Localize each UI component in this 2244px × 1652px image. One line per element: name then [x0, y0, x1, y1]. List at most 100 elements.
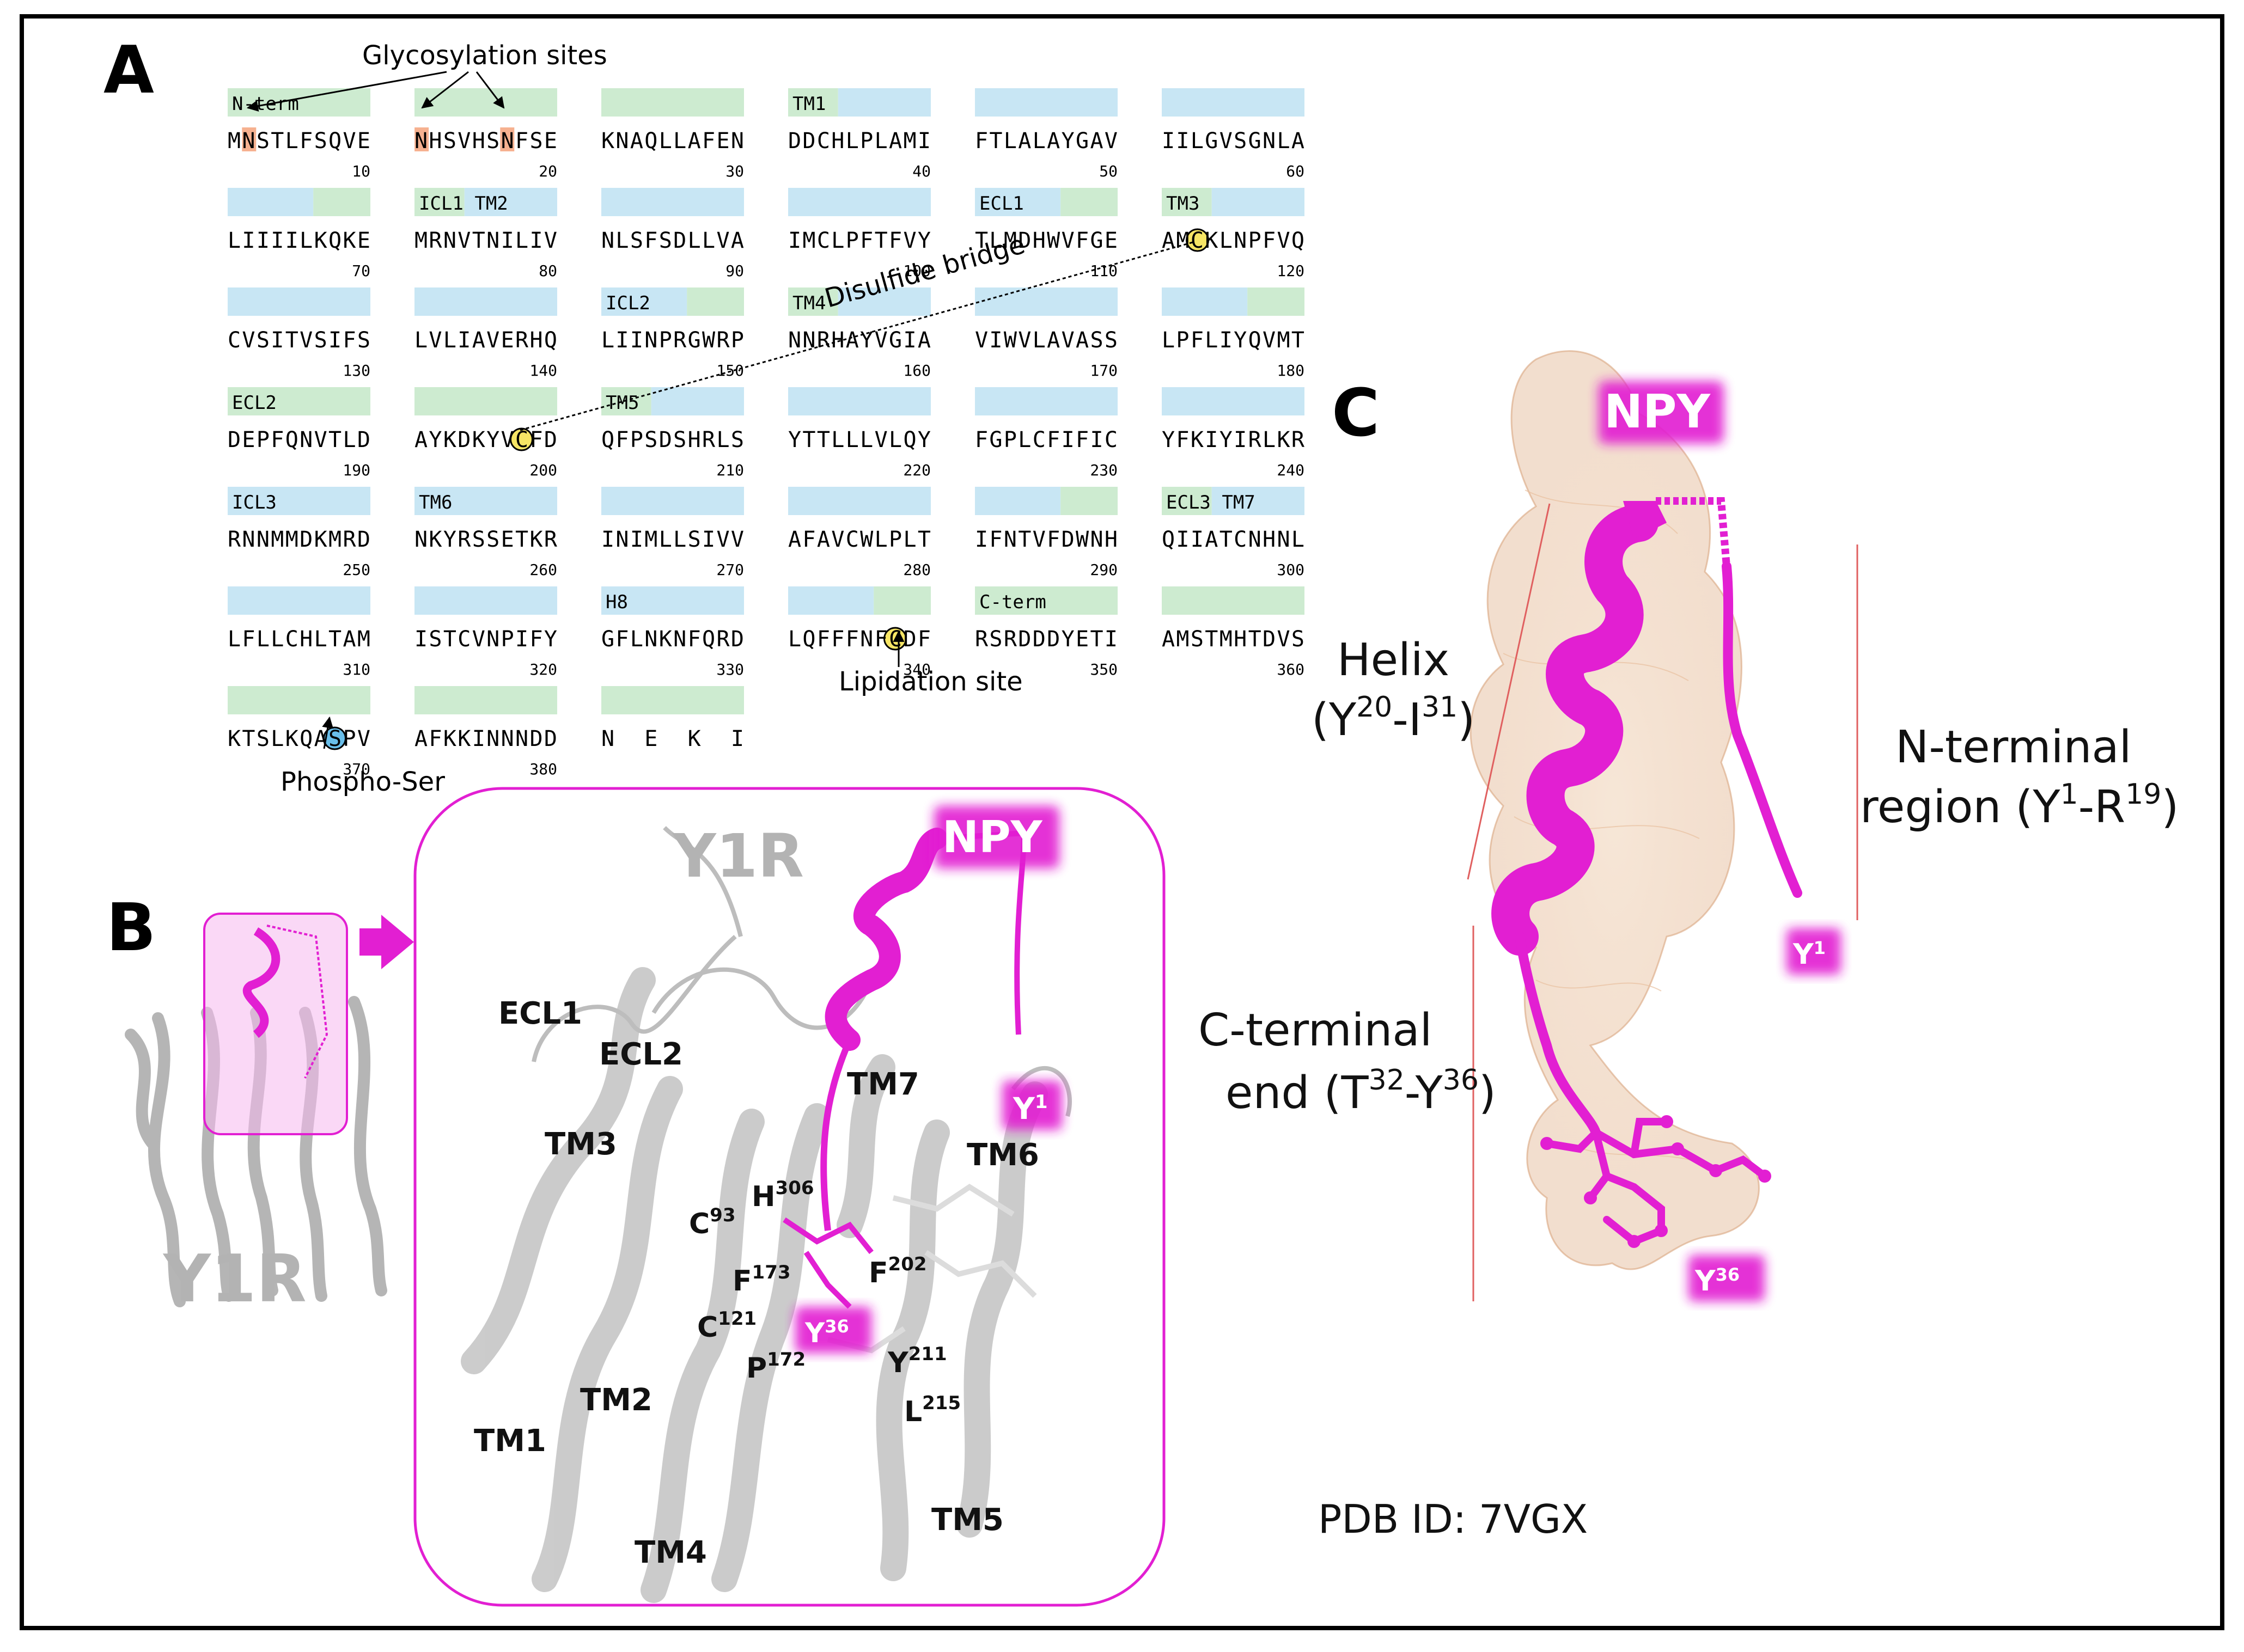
- topology-bar: [414, 586, 557, 615]
- residue-number: 230: [1090, 461, 1118, 479]
- sequence-block: NHSVHSNFSE 20: [414, 88, 557, 180]
- region-label: TM1: [792, 93, 826, 115]
- disulfide-c198: [510, 427, 533, 451]
- residue-number: 170: [1090, 362, 1118, 380]
- topology-bar: [651, 387, 744, 415]
- sequence-block: N E K I: [601, 686, 744, 751]
- sequence-text: AMSTMHTDVS: [1162, 627, 1304, 652]
- sequence-text: GFLNKNFQRD: [601, 627, 744, 652]
- label-tm3: TM3: [545, 1127, 617, 1162]
- topology-bar: [228, 188, 314, 216]
- topology-bar: [414, 487, 557, 515]
- topology-bar: [788, 586, 874, 615]
- helix-range: (Y20-I31): [1312, 691, 1475, 746]
- sequence-text: IFNTVFDWNH: [975, 527, 1118, 552]
- topology-bar: [228, 487, 370, 515]
- residue-number: 190: [343, 461, 370, 479]
- sequence-text: LQFFFNFCDF: [788, 627, 931, 652]
- nterm-range: region (Y1-R19): [1860, 778, 2179, 833]
- topology-bar: [1211, 188, 1304, 216]
- residue-number: 360: [1277, 660, 1304, 678]
- topology-bar: [838, 88, 931, 117]
- sequence-text: AFAVCWLPLT: [788, 527, 931, 552]
- region-label: TM3: [1166, 193, 1199, 215]
- topology-bar: [975, 387, 1118, 415]
- sequence-text: LPFLIYQVMT: [1162, 328, 1304, 353]
- region-label: ICL3: [232, 492, 277, 513]
- topology-bar: [874, 586, 931, 615]
- sequence-text: MNSTLFSQVE: [228, 129, 370, 154]
- residue-number: 120: [1277, 262, 1304, 280]
- residue-number: 330: [716, 660, 744, 678]
- residue-y211: Y211: [887, 1343, 947, 1379]
- helix-title: Helix: [1337, 634, 1449, 686]
- residue-number: 60: [1286, 162, 1304, 180]
- sequence-text: YFKIYIRLKR: [1162, 427, 1305, 452]
- helix-bracket-line: [1467, 503, 1551, 880]
- sequence-text: RNNMMDKMRD: [228, 527, 370, 552]
- region-label: H8: [606, 591, 628, 613]
- residue-number: 20: [539, 162, 557, 180]
- glycosylation-arrow-2: [421, 71, 469, 109]
- topology-bar: [414, 387, 557, 415]
- topology-bar: [788, 287, 838, 316]
- topology-bar: [975, 287, 1118, 316]
- sequence-block: LQFFFNFCDF 340: [788, 586, 931, 678]
- glyco-site-n2: [242, 127, 257, 151]
- topology-bar: [1162, 287, 1248, 316]
- pdb-id: PDB ID: 7VGX: [1318, 1496, 1588, 1542]
- sequence-text: ISTCVNPIFY: [414, 627, 557, 652]
- figure-border: [20, 14, 2224, 1630]
- residue-h306: H306: [752, 1177, 814, 1213]
- region-label: ECL2: [232, 392, 277, 414]
- residue-number: 340: [903, 660, 931, 678]
- y1-tag: Y1: [1792, 938, 1826, 971]
- glyco-site-n17: [500, 127, 515, 151]
- residue-c121: C121: [697, 1308, 757, 1344]
- topology-bar: [1162, 88, 1304, 117]
- topology-bar: [788, 88, 838, 117]
- topology-bar: [601, 88, 744, 117]
- topology-bar: [975, 586, 1118, 615]
- residue-number: 70: [352, 262, 370, 280]
- residue-f202: F202: [869, 1253, 927, 1289]
- disulfide-c113: [1186, 228, 1209, 252]
- label-tm1: TM1: [474, 1423, 546, 1459]
- y1r-inset-label: Y1R: [672, 821, 804, 891]
- residue-number: 250: [343, 561, 370, 579]
- sequence-block: N-termMNSTLFSQVE10: [228, 88, 370, 180]
- sequence-text: NHSVHSNFSE: [414, 129, 557, 154]
- sequence-text: AMCKLNPFVQ: [1162, 228, 1304, 253]
- topology-bar: [975, 88, 1118, 117]
- residue-number: 10: [352, 162, 370, 180]
- label-tm7: TM7: [847, 1067, 919, 1102]
- label-tm2: TM2: [580, 1382, 653, 1418]
- residue-number: 240: [1277, 461, 1304, 479]
- region-label: ICL2: [606, 292, 650, 314]
- sequence-text: IMCLPFTFVY: [788, 228, 931, 253]
- residue-number: 110: [1090, 262, 1118, 280]
- sequence-text: LFLLCHLTAM: [228, 627, 370, 652]
- residue-number: 100: [903, 262, 931, 280]
- sequence-text: N E K I: [601, 726, 744, 751]
- topology-bar: [687, 287, 744, 316]
- sequence-text: AYKDKYVCFD: [414, 427, 557, 452]
- label-tm5: TM5: [931, 1502, 1004, 1538]
- sequence-text: YTTLLLVLQY: [788, 427, 931, 452]
- residue-number: 350: [1090, 660, 1118, 678]
- residue-number: 260: [529, 561, 557, 579]
